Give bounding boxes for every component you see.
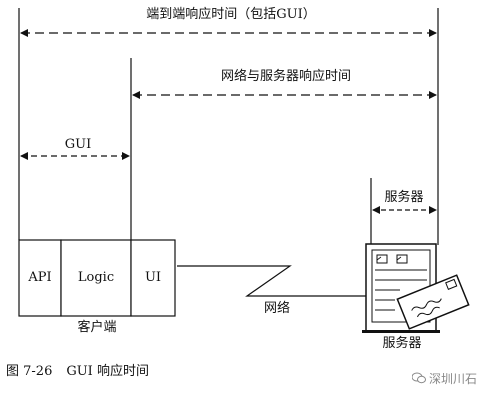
end-to-end-label: 端到端响应时间（包括GUI） [144,7,318,22]
wechat-icon [411,372,426,386]
server-with-envelope-icon [362,243,470,333]
watermark-text: 深圳川石 [428,372,477,386]
figure-caption: 图 7-26 GUI 响应时间 [6,364,163,380]
client-label: 客户端 [77,320,117,335]
watermark: 深圳川石 [411,370,477,387]
network-label: 网络 [263,301,291,316]
server-time-label: 服务器 [382,190,426,205]
server-label: 服务器 [382,336,422,351]
client-api-box [18,239,62,317]
gui-label: GUI [62,137,94,152]
client-api-label: API [28,270,52,285]
client-ui-box [130,239,176,317]
figure-number: 图 7-26 [6,364,53,379]
client-ui-label: UI [144,270,162,285]
client-logic-label: Logic [77,270,115,285]
figure-title: GUI 响应时间 [66,364,149,379]
network-server-label: 网络与服务器响应时间 [218,69,354,84]
network-line [177,265,370,297]
